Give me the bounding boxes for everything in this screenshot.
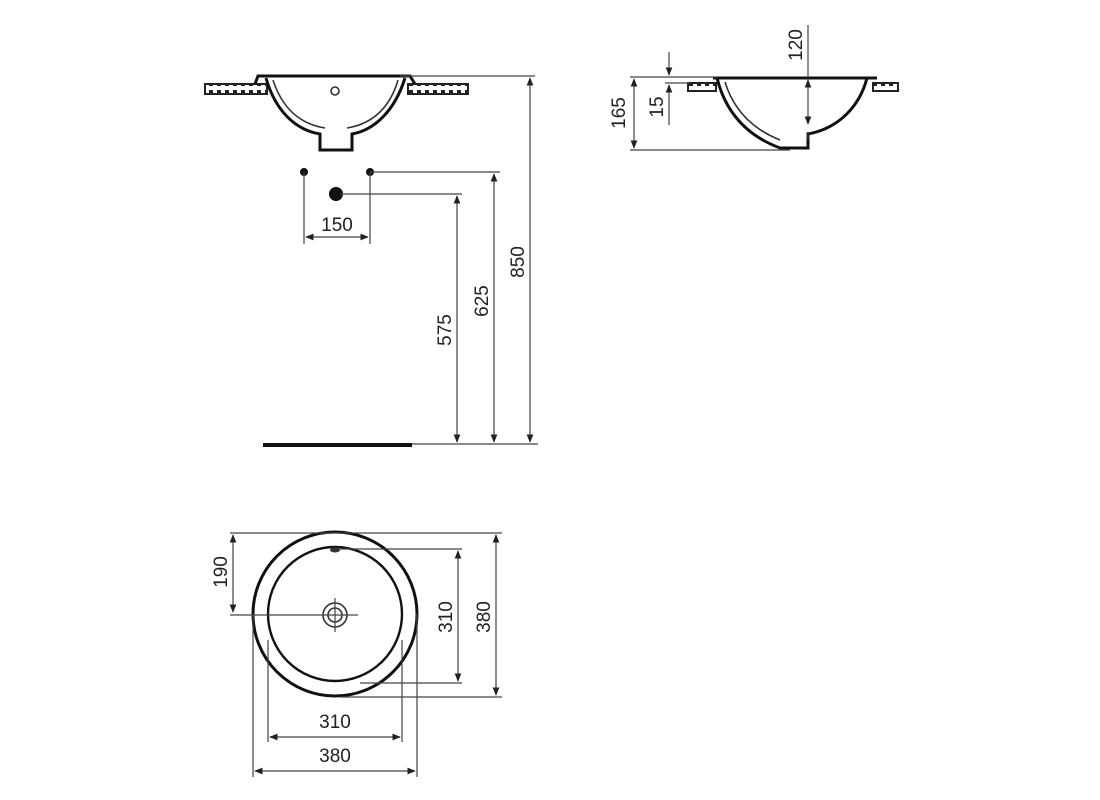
dim-tap-height: 625 [472, 285, 493, 317]
basin-side-outline [713, 76, 877, 150]
dim-bowl-depth: 120 [786, 29, 807, 61]
inner-bowl-circle [266, 545, 404, 683]
countertop-right [872, 82, 899, 92]
dim-tap-spacing: 150 [321, 215, 353, 236]
plan-view: 190 310 380 310 380 [211, 530, 502, 777]
overflow-slot [330, 547, 340, 553]
dim-inner-width: 310 [319, 712, 351, 733]
side-view: 165 15 120 [609, 25, 899, 151]
dim-total-depth: 165 [609, 97, 630, 129]
countertop-right [407, 83, 469, 95]
dim-outer-height: 380 [474, 601, 495, 633]
dim-outer-width: 380 [319, 746, 351, 767]
dim-rim-height: 850 [508, 246, 529, 278]
dim-rim-thickness: 15 [647, 96, 668, 117]
basin-front-outline [253, 74, 417, 152]
dim-inner-height: 310 [436, 601, 457, 633]
dim-center-offset: 190 [211, 556, 232, 588]
waste-point [329, 187, 343, 201]
dim-waste-height: 575 [435, 314, 456, 346]
countertop-left [687, 82, 717, 92]
front-view: 150 575 625 850 [204, 74, 538, 447]
overflow-hole [330, 86, 340, 96]
countertop-left [204, 83, 268, 95]
